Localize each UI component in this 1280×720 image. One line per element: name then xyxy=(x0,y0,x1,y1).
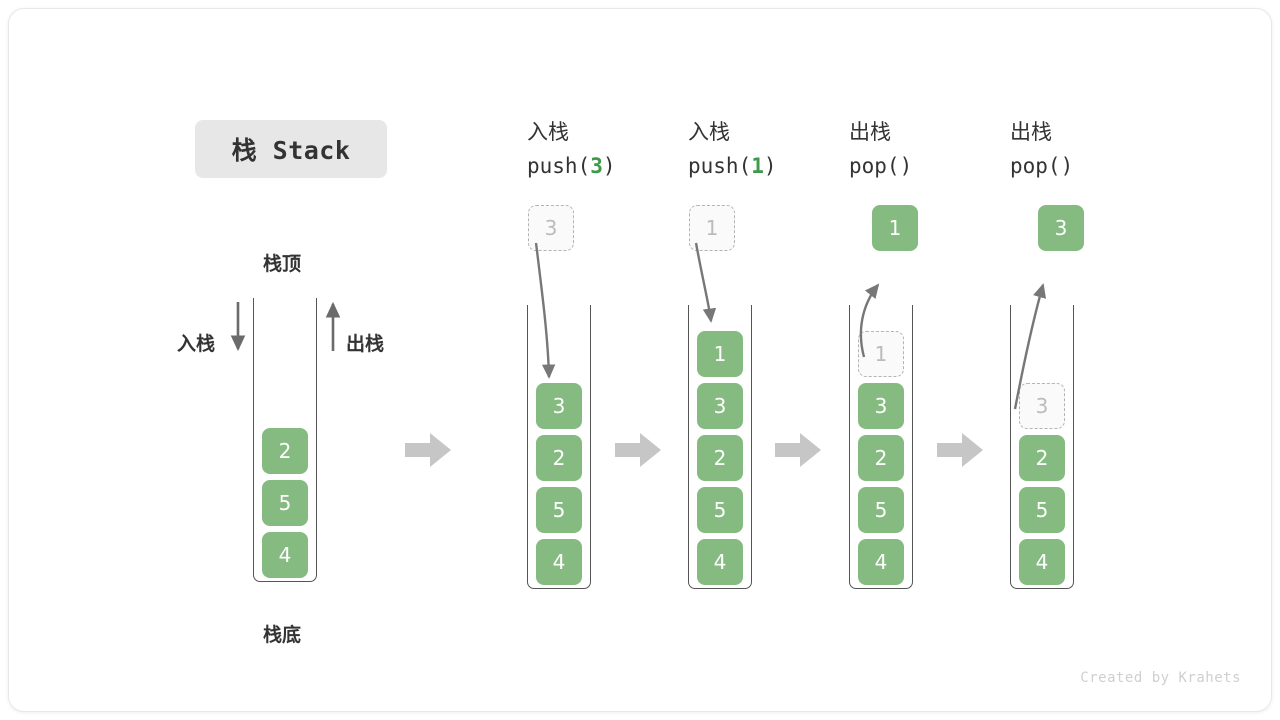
stack-cell: 5 xyxy=(1019,487,1065,533)
code-suffix: ) xyxy=(763,154,777,178)
operation-code: pop() xyxy=(1010,149,1073,183)
stack-container-pop-2: 4 5 2 3 xyxy=(1010,305,1074,589)
stack-cells-push-3: 4 5 2 3 xyxy=(528,377,590,585)
stack-top-label: 栈顶 xyxy=(263,253,302,275)
credit-text: Created by Krahets xyxy=(1080,670,1241,686)
stack-container-pop-1: 4 5 2 3 1 xyxy=(849,305,913,589)
transition-block-arrow-4 xyxy=(937,433,983,467)
floating-value-pop-1: 1 xyxy=(872,205,918,251)
operation-caption-push-3: 入栈 push(3) xyxy=(527,115,616,183)
floating-value-push-3: 3 xyxy=(528,205,574,251)
stack-cell: 4 xyxy=(858,539,904,585)
code-suffix: ) xyxy=(1060,154,1074,178)
stack-cell: 4 xyxy=(1019,539,1065,585)
stack-cell: 5 xyxy=(697,487,743,533)
operation-verb: 出栈 xyxy=(1010,120,1052,144)
stack-cell: 4 xyxy=(536,539,582,585)
stack-cells-pop-1: 4 5 2 3 1 xyxy=(850,325,912,585)
transition-block-arrow-3 xyxy=(775,433,821,467)
stack-cell: 1 xyxy=(858,331,904,377)
code-prefix: pop( xyxy=(849,154,900,178)
code-prefix: push( xyxy=(527,154,591,178)
pop-direction-label: 出栈 xyxy=(346,333,385,355)
stack-cell: 4 xyxy=(262,532,308,578)
stack-cell: 2 xyxy=(536,435,582,481)
push-direction-label: 入栈 xyxy=(177,333,216,355)
stack-cells-push-1: 4 5 2 3 1 xyxy=(689,325,751,585)
operation-caption-pop-2: 出栈 pop() xyxy=(1010,115,1073,183)
stack-container-initial: 4 5 2 xyxy=(253,298,317,582)
operation-code: push(3) xyxy=(527,149,616,183)
stack-cell: 3 xyxy=(1019,383,1065,429)
floating-value-pop-2: 3 xyxy=(1038,205,1084,251)
stack-cell: 2 xyxy=(262,428,308,474)
stack-cells-initial: 4 5 2 xyxy=(254,422,316,578)
stack-cells-pop-2: 4 5 2 3 xyxy=(1011,377,1073,585)
operation-code: push(1) xyxy=(688,149,777,183)
floating-value-push-1: 1 xyxy=(689,205,735,251)
operation-verb: 入栈 xyxy=(527,120,569,144)
operation-caption-push-1: 入栈 push(1) xyxy=(688,115,777,183)
operation-code: pop() xyxy=(849,149,912,183)
stack-bottom-label: 栈底 xyxy=(263,624,302,646)
code-argument: 3 xyxy=(590,154,603,178)
stack-cell: 3 xyxy=(858,383,904,429)
code-argument: 1 xyxy=(751,154,764,178)
code-prefix: push( xyxy=(688,154,752,178)
code-prefix: pop( xyxy=(1010,154,1061,178)
arrow-overlay xyxy=(230,242,1047,467)
stack-cell: 5 xyxy=(536,487,582,533)
transition-block-arrow-1 xyxy=(405,433,451,467)
transition-block-arrow-2 xyxy=(615,433,661,467)
stack-cell: 1 xyxy=(697,331,743,377)
stack-container-push-1: 4 5 2 3 1 xyxy=(688,305,752,589)
stack-container-push-3: 4 5 2 3 xyxy=(527,305,591,589)
stack-cell: 5 xyxy=(262,480,308,526)
stack-cell: 5 xyxy=(858,487,904,533)
stack-cell: 3 xyxy=(697,383,743,429)
stack-cell: 2 xyxy=(1019,435,1065,481)
code-suffix: ) xyxy=(602,154,616,178)
stack-cell: 2 xyxy=(697,435,743,481)
operation-verb: 入栈 xyxy=(688,120,730,144)
operation-verb: 出栈 xyxy=(849,120,891,144)
operation-caption-pop-1: 出栈 pop() xyxy=(849,115,912,183)
code-suffix: ) xyxy=(899,154,913,178)
stack-cell: 4 xyxy=(697,539,743,585)
title-badge: 栈 Stack xyxy=(195,120,387,178)
stack-cell: 3 xyxy=(536,383,582,429)
stack-cell: 2 xyxy=(858,435,904,481)
